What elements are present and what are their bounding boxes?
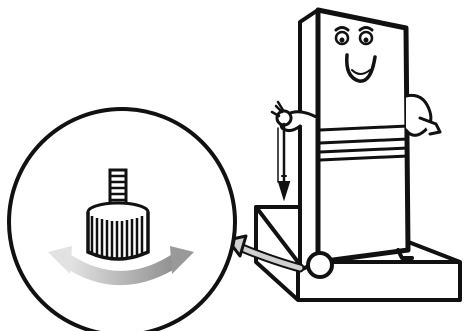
leveling-foot-detail: [9, 109, 235, 331]
plumb-line: [278, 124, 289, 198]
knurled-knob: [88, 203, 148, 259]
